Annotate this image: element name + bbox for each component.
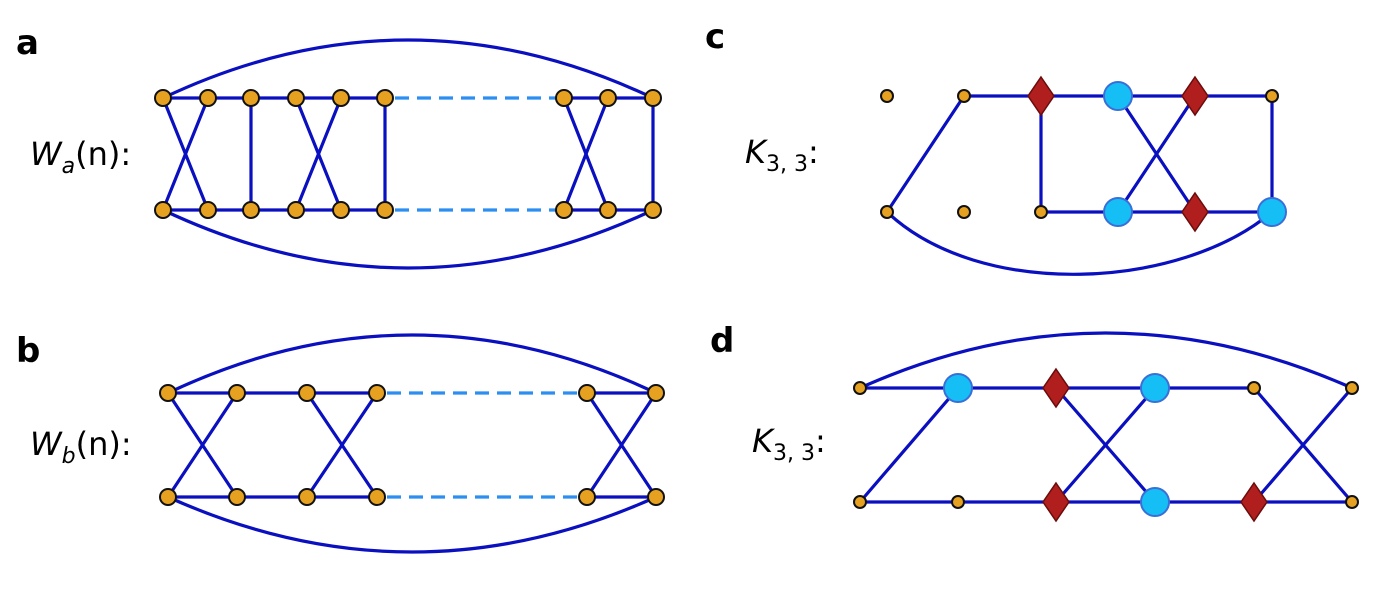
edge-arc-bottom [166, 495, 658, 554]
vertex [1345, 381, 1359, 395]
vertex [578, 488, 596, 506]
edge-arc-top [858, 331, 1354, 390]
vertex [1345, 495, 1359, 509]
vertex [853, 381, 867, 395]
edge-cross [161, 96, 210, 212]
k33-vertex-circle [1103, 81, 1133, 111]
edge-cross [585, 391, 658, 499]
vertex [154, 89, 172, 107]
k33-vertex-circle [1257, 197, 1287, 227]
vertex [332, 201, 350, 219]
vertex [599, 89, 617, 107]
vertex [647, 488, 665, 506]
graph-label-d: K3, 3: [752, 422, 826, 466]
vertex [287, 201, 305, 219]
k33-vertex-diamond [1027, 75, 1055, 117]
edge-arc-top [161, 38, 655, 100]
vertex [1265, 89, 1279, 103]
vertex [228, 384, 246, 402]
k33-vertex-circle [1140, 373, 1170, 403]
edge-cross [166, 391, 239, 499]
vertex [644, 89, 662, 107]
vertex [957, 89, 971, 103]
vertex [368, 488, 386, 506]
vertex [376, 201, 394, 219]
vertex [647, 384, 665, 402]
vertex [578, 384, 596, 402]
panel-letter-b: b [16, 331, 40, 371]
edge-cross [562, 96, 610, 212]
vertex [298, 488, 316, 506]
vertex [332, 89, 350, 107]
vertex [154, 201, 172, 219]
panel-letter-c: c [705, 17, 725, 57]
panel-c: c K3, 3: [705, 17, 1287, 276]
vertex [228, 488, 246, 506]
k33-vertex-diamond [1240, 481, 1268, 523]
vertex [599, 201, 617, 219]
vertex [1034, 205, 1048, 219]
edge-arc-top [166, 333, 658, 395]
edge-arc-bottom [161, 208, 655, 270]
vertex [957, 205, 971, 219]
vertex [199, 89, 217, 107]
edge-cross [305, 391, 379, 499]
panel-a: a Wa(n): [16, 23, 662, 270]
edge [885, 94, 966, 214]
k33-vertex-circle [1140, 487, 1170, 517]
k33-vertex-diamond [1181, 75, 1209, 117]
vertex [880, 89, 894, 103]
vertex [242, 201, 260, 219]
edge [1252, 386, 1354, 504]
vertex [368, 384, 386, 402]
edge-arc-bottom [885, 210, 1274, 276]
edge-cross [294, 96, 343, 212]
vertex [555, 89, 573, 107]
vertex [853, 495, 867, 509]
panel-letter-a: a [16, 23, 39, 63]
vertex [376, 89, 394, 107]
vertex [199, 201, 217, 219]
panel-b: b Wb(n): [16, 331, 665, 554]
edge [1116, 94, 1197, 214]
k33-vertex-circle [943, 373, 973, 403]
vertex [242, 89, 260, 107]
edge [858, 386, 960, 504]
vertex [1247, 381, 1261, 395]
k33-vertex-diamond [1042, 481, 1070, 523]
graph-label-a: Wa(n): [30, 135, 131, 179]
k33-vertex-circle [1103, 197, 1133, 227]
k33-vertex-diamond [1181, 191, 1209, 233]
vertex [880, 205, 894, 219]
panel-letter-d: d [710, 321, 734, 361]
vertex [951, 495, 965, 509]
graph-label-b: Wb(n): [30, 425, 132, 469]
panel-d: d K3, 3: [710, 321, 1359, 523]
vertex [159, 384, 177, 402]
vertex [159, 488, 177, 506]
k33-vertex-diamond [1042, 367, 1070, 409]
vertex [287, 89, 305, 107]
vertex [644, 201, 662, 219]
vertex [555, 201, 573, 219]
vertex [298, 384, 316, 402]
graph-label-c: K3, 3: [745, 133, 819, 177]
edge [1054, 386, 1157, 504]
